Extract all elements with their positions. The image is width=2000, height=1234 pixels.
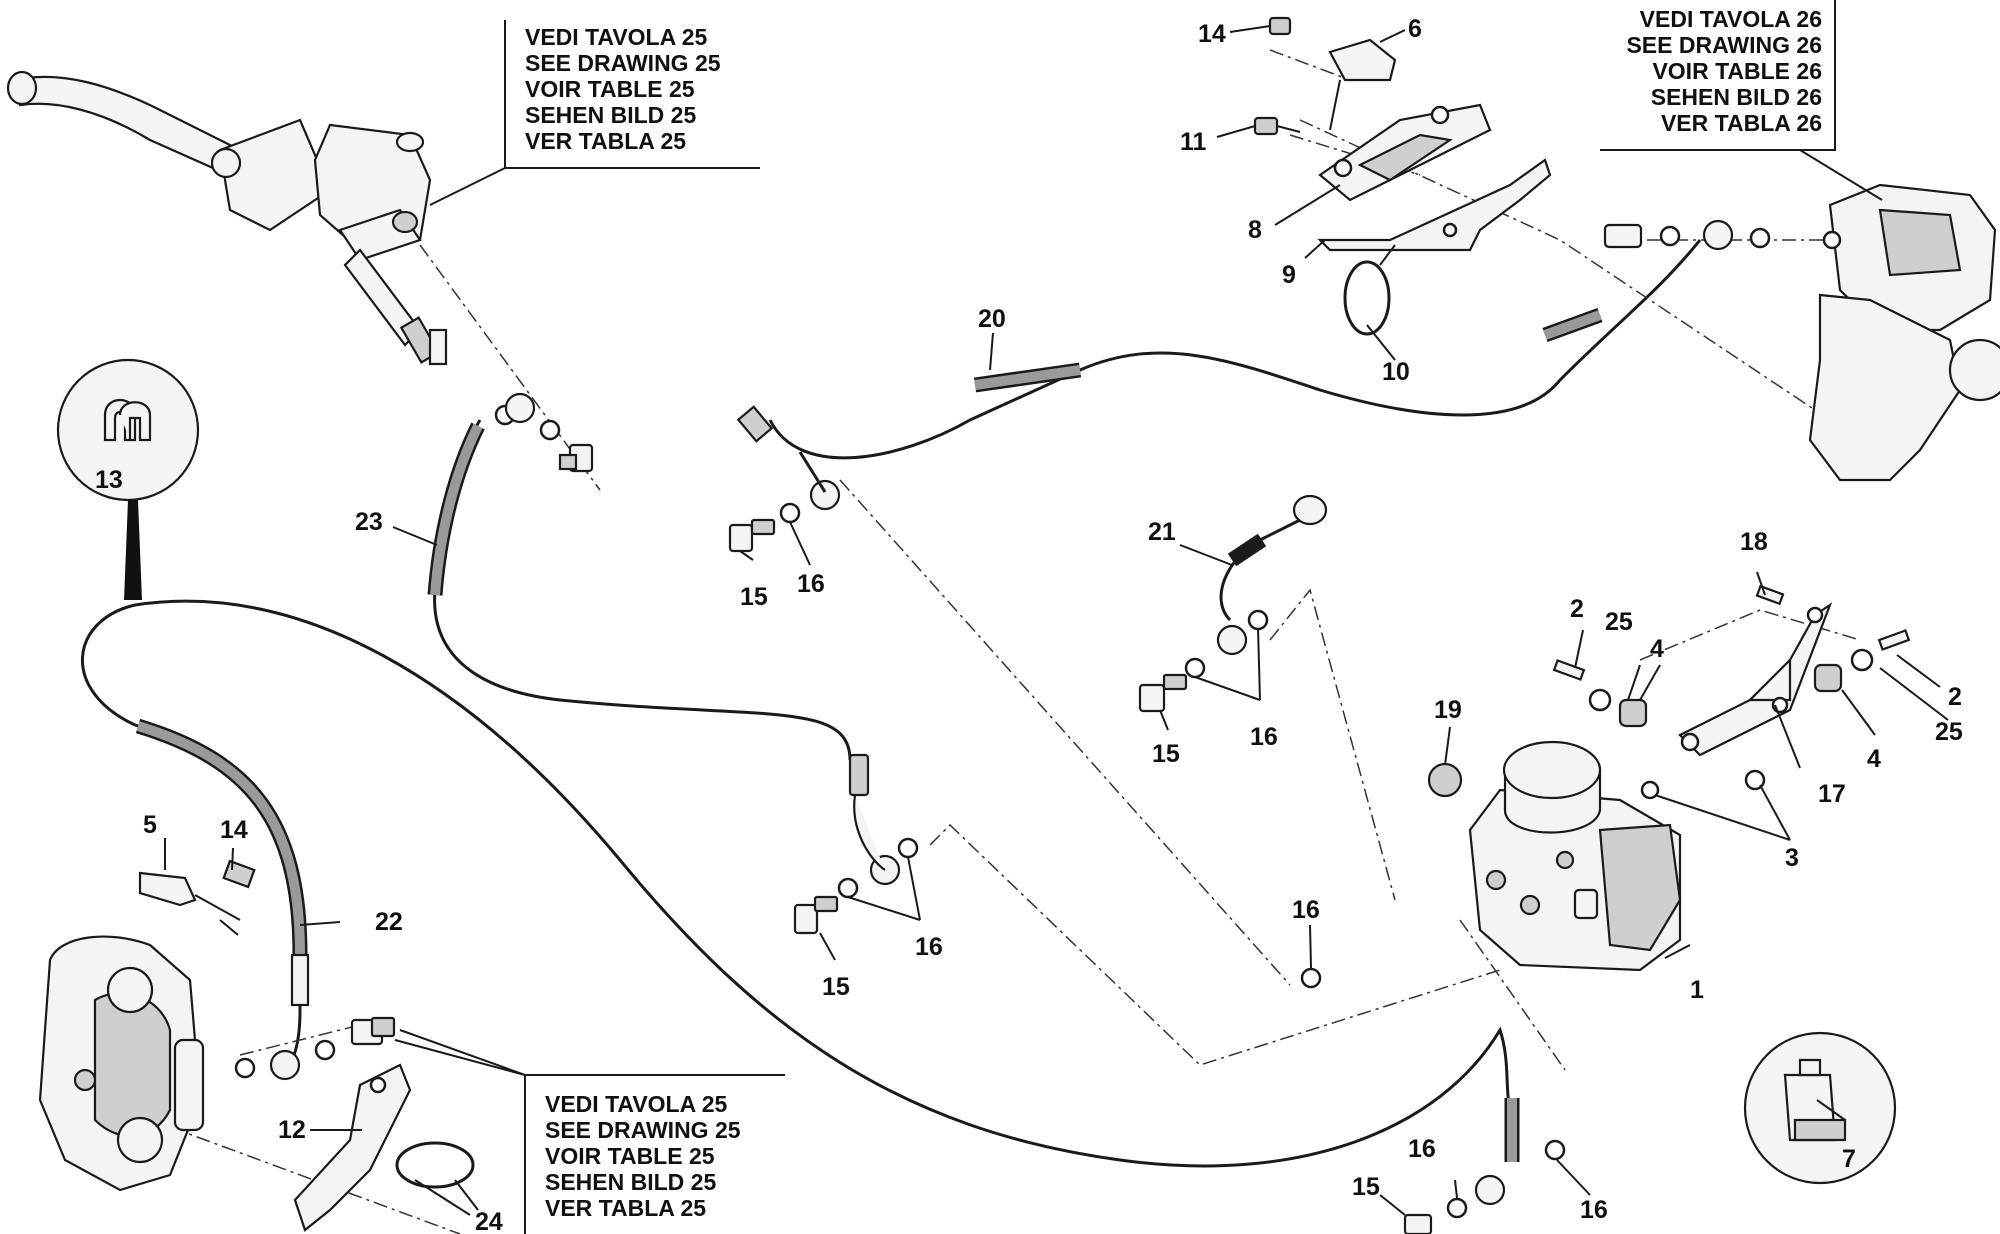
reference-numbers: 1 2 2 3 4 4 5 6 7 8 9 10 11 12 13 14 14 … — [95, 15, 1963, 1234]
ref-15: 15 — [1152, 740, 1180, 768]
ref-14: 14 — [220, 816, 248, 844]
ref-13: 13 — [95, 466, 123, 494]
ref-14: 14 — [1198, 20, 1226, 48]
banjo-front-caliper — [234, 1016, 396, 1081]
hose-20 — [768, 239, 1702, 460]
callout-text: VOIR TABLE 25 — [525, 76, 695, 102]
ref-2: 2 — [1948, 683, 1962, 711]
abs-fasteners — [1427, 584, 1911, 800]
ref-2: 2 — [1570, 595, 1584, 623]
bolt-11 — [1253, 116, 1301, 136]
clip-13-detail — [56, 358, 200, 600]
hose-21 — [1219, 518, 1301, 622]
ref-24: 24 — [475, 1208, 503, 1234]
ref-8: 8 — [1248, 216, 1262, 244]
ref-15: 15 — [822, 973, 850, 1001]
ref-19: 19 — [1434, 696, 1462, 724]
callout-text: SEE DRAWING 26 — [1626, 32, 1822, 58]
rear-sensor-bracket-8 — [1318, 103, 1492, 202]
callout-text: VOIR TABLE 26 — [1652, 58, 1822, 84]
ref-20: 20 — [978, 305, 1006, 333]
rear-speed-sensor-6 — [1268, 16, 1397, 131]
abs-bracket-17 — [1678, 602, 1833, 757]
rear-brake-caliper — [1808, 183, 2000, 482]
ref-22: 22 — [375, 908, 403, 936]
ref-21: 21 — [1148, 518, 1176, 546]
callout-text: VER TABLA 25 — [545, 1195, 706, 1221]
callout-top-left: VEDI TAVOLA 25 SEE DRAWING 25 VOIR TABLE… — [429, 20, 760, 206]
ref-1: 1 — [1690, 976, 1704, 1004]
callout-text: VEDI TAVOLA 26 — [1640, 6, 1822, 32]
ref-12: 12 — [278, 1116, 306, 1144]
banjo-master-cylinder — [494, 392, 594, 473]
abs-modulator-unit — [1468, 740, 1682, 972]
ref-7: 7 — [1842, 1145, 1856, 1173]
ref-10: 10 — [1382, 358, 1410, 386]
hose-22 — [80, 599, 1512, 1168]
ref-6: 6 — [1408, 15, 1422, 43]
ref-3: 3 — [1785, 844, 1799, 872]
ref-15: 15 — [1352, 1173, 1380, 1201]
callout-text: SEHEN BILD 26 — [1651, 84, 1822, 110]
brake-hoses — [80, 239, 1702, 1168]
ref-11: 11 — [1180, 128, 1207, 156]
banjo-bolt-15-mid — [1138, 494, 1328, 713]
wheel-speed-sensor-front — [138, 859, 256, 936]
cable-tie-10 — [1343, 244, 1396, 336]
callout-text: SEE DRAWING 25 — [525, 50, 721, 76]
ref-9: 9 — [1282, 261, 1296, 289]
ref-16: 16 — [1408, 1135, 1436, 1163]
banjo-bolt-15-bottom — [1403, 1139, 1566, 1234]
callout-text: VOIR TABLE 25 — [545, 1143, 715, 1169]
rear-banjo-fitting — [1603, 219, 1842, 251]
bracket-9 — [1317, 158, 1552, 252]
ref-16: 16 — [1250, 723, 1278, 751]
front-brake-caliper — [38, 935, 205, 1192]
callout-text: VER TABLA 26 — [1661, 110, 1822, 136]
front-brake-master-cylinder — [6, 70, 448, 366]
ref-16: 16 — [797, 570, 825, 598]
ref-18: 18 — [1740, 528, 1768, 556]
ref-5: 5 — [143, 811, 157, 839]
hose-23 — [433, 419, 852, 761]
cable-tie-24 — [395, 1141, 475, 1216]
callout-text: VER TABLA 25 — [525, 128, 686, 154]
callout-top-right: VEDI TAVOLA 26 SEE DRAWING 26 VOIR TABLE… — [1600, 0, 1883, 201]
callout-text: SEE DRAWING 25 — [545, 1117, 741, 1143]
ref-23: 23 — [355, 508, 383, 536]
clip-7-detail — [1743, 1031, 1897, 1185]
ref-4: 4 — [1650, 635, 1664, 663]
ref-25: 25 — [1605, 608, 1633, 636]
callout-text: SEHEN BILD 25 — [545, 1169, 716, 1195]
ref-16: 16 — [1580, 1196, 1608, 1224]
banjo-bolt-15-upper — [728, 405, 841, 553]
callout-text: VEDI TAVOLA 25 — [545, 1091, 728, 1117]
reference-leaders — [164, 25, 1949, 1216]
ref-25: 25 — [1935, 718, 1963, 746]
banjo-bolt-15-lower — [793, 753, 919, 935]
washer-16-abs — [1300, 967, 1322, 989]
ref-16: 16 — [1292, 896, 1320, 924]
ref-4: 4 — [1867, 745, 1881, 773]
callout-text: SEHEN BILD 25 — [525, 102, 696, 128]
bracket-12 — [293, 1063, 412, 1232]
ref-17: 17 — [1818, 780, 1846, 808]
ref-16: 16 — [915, 933, 943, 961]
callout-text: VEDI TAVOLA 25 — [525, 24, 708, 50]
ref-15: 15 — [740, 583, 768, 611]
callout-bottom: VEDI TAVOLA 25 SEE DRAWING 25 VOIR TABLE… — [394, 1029, 785, 1234]
